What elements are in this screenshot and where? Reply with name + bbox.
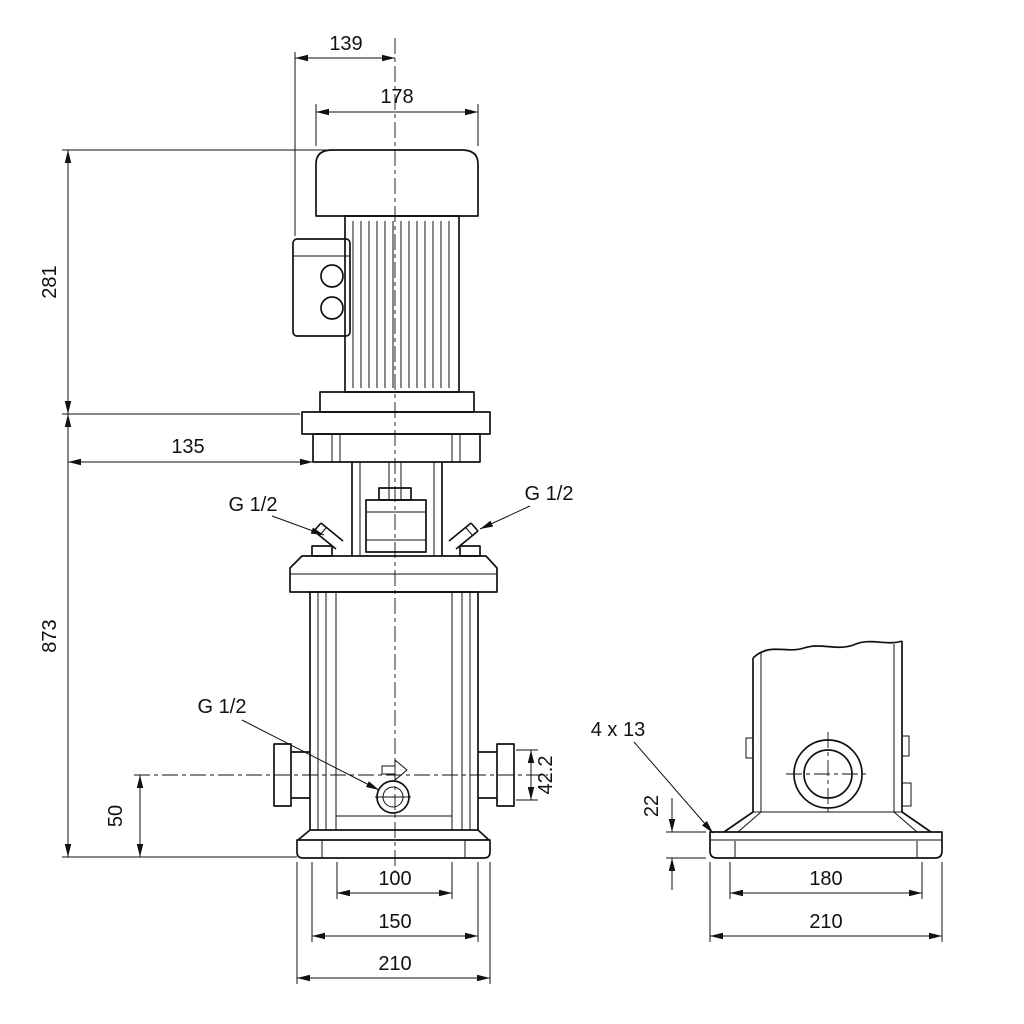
side-view: 4 x 13 22 180 210 [591, 640, 943, 942]
pump-sleeve [309, 591, 479, 831]
dim-100-label: 100 [378, 868, 411, 890]
side-port [786, 732, 870, 816]
dim-135: 135 [68, 436, 313, 466]
motor-body [344, 215, 460, 393]
side-flange-edge-right [901, 735, 910, 757]
drain-plug [375, 780, 411, 814]
side-flange-edge-left [745, 737, 754, 759]
dim-150-label: 150 [378, 911, 411, 933]
vent-plug-left [313, 522, 344, 550]
callout-plug-right: G 1/2 [479, 483, 574, 530]
drain-label: G 1/2 [198, 696, 247, 718]
dim-180-label: 180 [809, 868, 842, 890]
plug-right-label: G 1/2 [525, 483, 574, 505]
tie-rod-nut [459, 545, 481, 557]
dim-22-label: 22 [641, 795, 663, 817]
motor-flange [301, 391, 491, 463]
plug-left-label: G 1/2 [229, 494, 278, 516]
dim-139: 139 [294, 33, 395, 236]
side-body [723, 640, 932, 833]
flow-direction-arrow [381, 758, 408, 782]
dim-180: 180 [729, 862, 923, 899]
dim-873: 873 [39, 414, 297, 858]
motor-cooling-fins [352, 221, 450, 388]
nameplate [901, 782, 912, 807]
dim-281: 281 [39, 149, 332, 415]
terminal-box [292, 238, 351, 337]
pump-head-flange [289, 545, 498, 593]
tie-rod-nut [311, 545, 333, 557]
cable-entry-hole [320, 296, 344, 320]
dim-210-side: 210 [709, 862, 943, 942]
dim-139-label: 139 [329, 33, 362, 55]
motor-fan-cover [315, 149, 479, 217]
dim-22: 22 [641, 795, 706, 890]
dim-178-label: 178 [380, 86, 413, 108]
dim-150: 150 [311, 862, 479, 942]
motor-stool [351, 462, 443, 556]
suction-flange [273, 743, 310, 807]
pump-base [296, 829, 491, 859]
dim-210-front: 210 [296, 862, 491, 984]
coupling-guard [365, 487, 427, 553]
callout-drain: G 1/2 [198, 696, 380, 791]
dim-873-label: 873 [39, 619, 61, 652]
callout-plug-left: G 1/2 [229, 494, 325, 536]
dim-281-label: 281 [39, 265, 61, 298]
dim-178: 178 [315, 86, 479, 146]
dim-42-2: 42.2 [516, 749, 557, 801]
dim-210-front-label: 210 [378, 953, 411, 975]
dim-50-label: 50 [105, 805, 127, 827]
front-view: 139 178 281 873 135 G 1/2 G 1 [39, 33, 573, 984]
bolt-holes-label: 4 x 13 [591, 719, 645, 741]
dim-210-side-label: 210 [809, 911, 842, 933]
discharge-flange [478, 743, 515, 807]
dim-42-2-label: 42.2 [535, 756, 557, 795]
callout-bolt-holes: 4 x 13 [591, 719, 714, 834]
dim-50: 50 [105, 775, 144, 857]
vent-plug-right [448, 522, 479, 550]
side-base [709, 831, 943, 859]
dim-135-label: 135 [171, 436, 204, 458]
dim-100: 100 [336, 862, 453, 899]
cable-entry-hole [320, 264, 344, 288]
